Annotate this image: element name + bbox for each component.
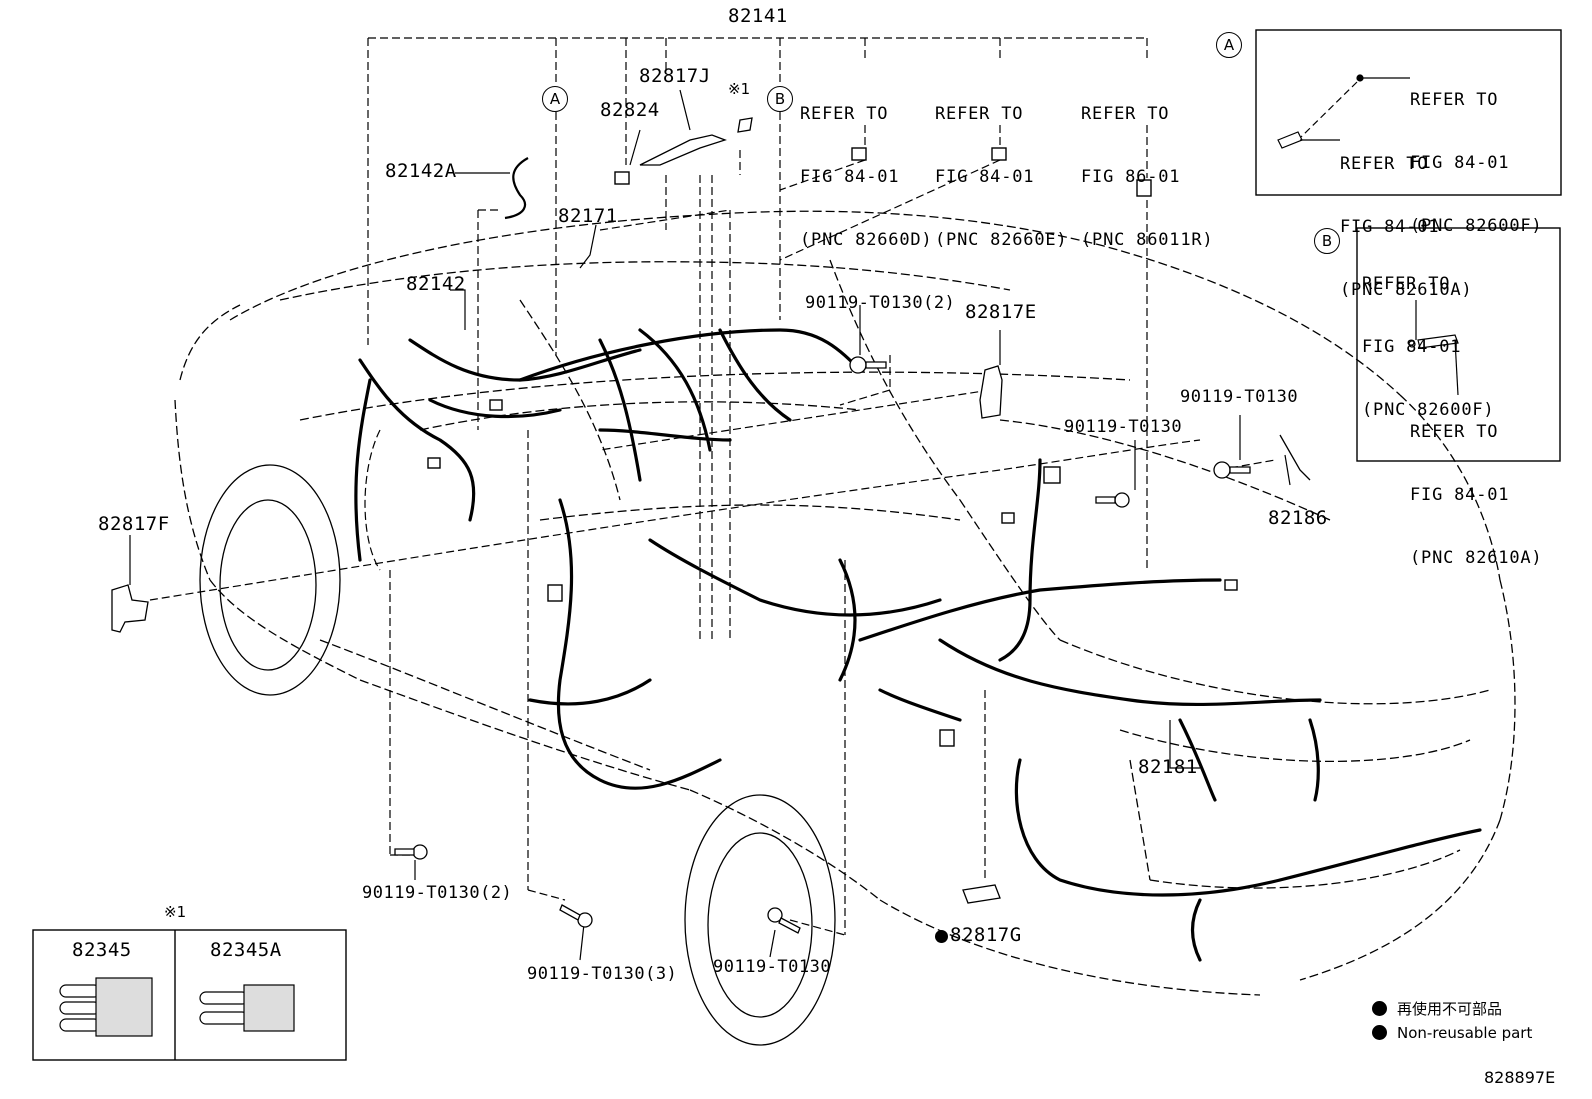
refer-to-86011R: REFER TO FIG 86-01 (PNC 86011R) xyxy=(1081,104,1214,250)
front-wheel xyxy=(199,464,341,696)
leader-lines xyxy=(149,37,1276,936)
refer-to-82660D: REFER TO FIG 84-01 (PNC 82660D) xyxy=(800,104,933,250)
inset-a-drawing xyxy=(1277,74,1410,149)
bolt-label-center-bottom: 90119-T0130(3) xyxy=(527,964,678,984)
inset-b-drawing xyxy=(1408,300,1459,396)
fuse-box-note: ※1 xyxy=(164,903,187,921)
part-label-82141: 82141 xyxy=(728,5,788,27)
bolt-label-left-bottom: 90119-T0130(2) xyxy=(362,883,513,903)
part-label-82817E: 82817E xyxy=(965,301,1037,323)
inset-box-lines xyxy=(32,29,1562,1061)
part-label-82142: 82142 xyxy=(406,273,466,295)
marker-note-label: ※1 xyxy=(728,80,751,98)
callout-b: B xyxy=(767,86,793,112)
inset-b-refer-82600F: REFER TO FIG 84-01 (PNC 82600F) xyxy=(1362,274,1495,420)
bolt-label-mid: 90119-T0130 xyxy=(1064,417,1183,437)
inset-b-refer-82610A: REFER TO FIG 84-01 (PNC 82610A) xyxy=(1410,422,1543,568)
legend-en: Non-reusable part xyxy=(1372,1024,1532,1042)
fuse-drawings xyxy=(59,977,295,1037)
inset-a-refer-82600F: REFER TO FIG 84-01 (PNC 82600F) xyxy=(1410,90,1543,236)
part-label-82181: 82181 xyxy=(1138,756,1198,778)
refer-to-82660E: REFER TO FIG 84-01 (PNC 82660E) xyxy=(935,104,1068,250)
car-body-outline xyxy=(174,210,1516,996)
part-label-82817G: 82817G xyxy=(935,925,1022,946)
bolt-label-top: 90119-T0130(2) xyxy=(805,293,956,313)
callout-a: A xyxy=(542,86,568,112)
inset-b-letter: B xyxy=(1314,228,1340,254)
brackets xyxy=(111,117,1311,904)
part-label-82824: 82824 xyxy=(600,99,660,121)
non-reusable-legend-icon xyxy=(1372,1025,1387,1040)
part-label-82817J: 82817J xyxy=(639,65,711,87)
part-label-82817F: 82817F xyxy=(98,513,170,535)
part-label-82142A: 82142A xyxy=(385,160,457,182)
rear-wheel xyxy=(684,794,836,1046)
inset-a-refer-82610A: REFER TO FIG 84-01 (PNC 82610A) xyxy=(1340,154,1473,300)
bolts xyxy=(394,356,1251,934)
inset-a-letter: A xyxy=(1216,32,1242,58)
bolt-label-wheel: 90119-T0130 xyxy=(713,957,832,977)
part-label-82171: 82171 xyxy=(558,205,618,227)
figure-id: 828897E xyxy=(1484,1068,1556,1087)
non-reusable-legend-icon xyxy=(1372,1001,1387,1016)
part-label-82186: 82186 xyxy=(1268,507,1328,529)
legend-jp: 再使用不可部品 xyxy=(1372,998,1502,1019)
fuse-label-82345A: 82345A xyxy=(210,939,282,961)
harness-lines xyxy=(354,328,1482,962)
non-reusable-marker-icon xyxy=(935,930,948,943)
connectors xyxy=(427,147,1238,747)
bolt-label-right: 90119-T0130 xyxy=(1180,387,1299,407)
fuse-label-82345: 82345 xyxy=(72,939,132,961)
